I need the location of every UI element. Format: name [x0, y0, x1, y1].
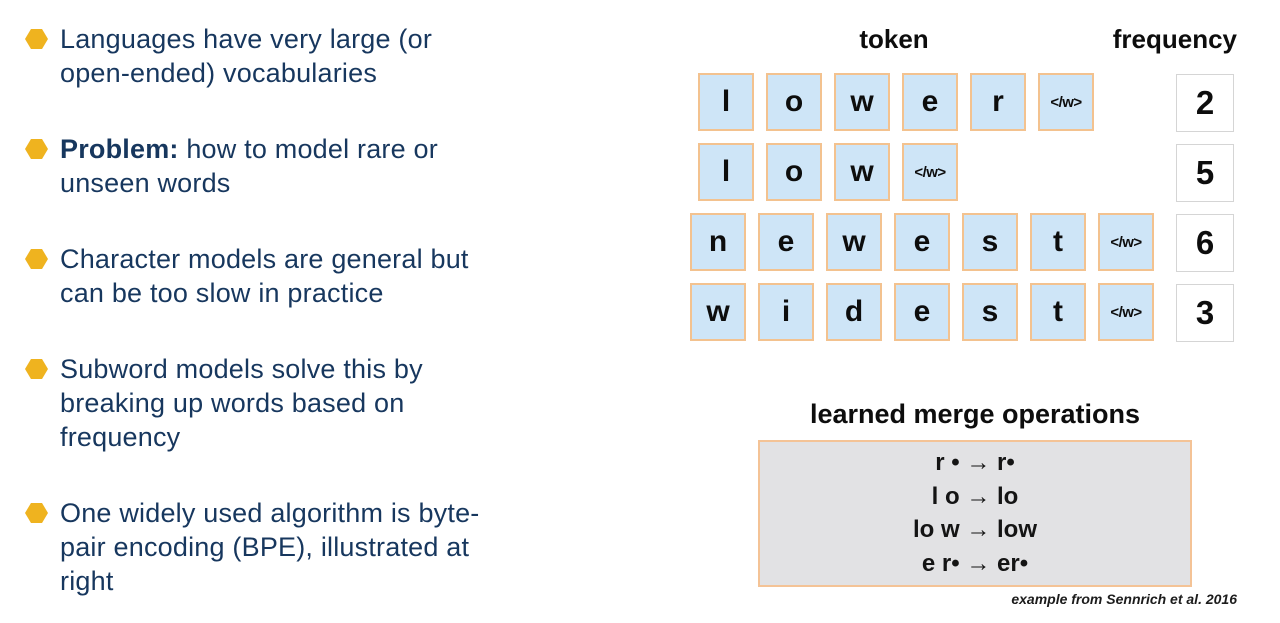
bullet-line: open-ended) vocabularies: [60, 58, 378, 88]
token-tile: e: [902, 73, 958, 131]
bullet-line: right: [60, 566, 114, 596]
token-column-header: token: [859, 24, 929, 54]
bullet-line: Problem: how to model rare or: [60, 132, 438, 166]
bullet-item-vocabularies: Languages have very large (or open-ended…: [25, 22, 585, 90]
bullet-line-rest: how to model rare or: [178, 134, 438, 164]
token-tile: n: [690, 213, 746, 271]
token-tile: i: [758, 283, 814, 341]
end-of-word-tile: </w>: [1098, 213, 1154, 271]
bold-prefix: Problem:: [60, 134, 179, 164]
hexagon-bullet-icon: [25, 139, 48, 159]
hexagon-bullet-icon: [25, 503, 48, 523]
token-tile: t: [1030, 213, 1086, 271]
token-tile: w: [826, 213, 882, 271]
token-tile: w: [690, 283, 746, 341]
end-of-word-tile: </w>: [1098, 283, 1154, 341]
bullet-line: Languages have very large (or: [60, 24, 433, 54]
frequency-value: 2: [1176, 74, 1234, 132]
token-tile: w: [834, 73, 890, 131]
hexagon-bullet-icon: [25, 249, 48, 269]
source-caption: example from Sennrich et al. 2016: [1011, 591, 1237, 607]
bullet-text: Character models are general but can be …: [60, 242, 469, 310]
merge-operation: lo w → low: [913, 516, 1037, 544]
token-tile: e: [758, 213, 814, 271]
bullet-item-character-models: Character models are general but can be …: [25, 242, 585, 310]
merge-operation: l o → lo: [931, 482, 1019, 510]
bullet-line: Character models are general but: [60, 244, 469, 274]
bullet-text: Languages have very large (or open-ended…: [60, 22, 432, 90]
frequency-value: 3: [1176, 284, 1234, 342]
end-of-word-tile: </w>: [1038, 73, 1094, 131]
token-tile: e: [894, 213, 950, 271]
token-row-widest: w i d e s t </w>: [690, 283, 1154, 341]
end-of-word-tile: </w>: [902, 143, 958, 201]
token-row-low: l o w </w>: [698, 143, 958, 201]
token-tile: r: [970, 73, 1026, 131]
bullet-line: can be too slow in practice: [60, 278, 384, 308]
bullet-text: Subword models solve this by breaking up…: [60, 352, 423, 454]
merge-operation: e r• → er•: [921, 550, 1029, 578]
bullet-list: Languages have very large (or open-ended…: [25, 22, 585, 598]
bullet-item-problem: Problem: how to model rare or unseen wor…: [25, 132, 585, 200]
frequency-value: 6: [1176, 214, 1234, 272]
token-tile: s: [962, 213, 1018, 271]
frequency-column-header: frequency: [1112, 24, 1237, 54]
merge-operations-title: learned merge operations: [809, 399, 1141, 429]
token-tile: o: [766, 73, 822, 131]
token-row-newest: n e w e s t </w>: [690, 213, 1154, 271]
token-tile: l: [698, 143, 754, 201]
bullet-item-bpe: One widely used algorithm is byte- pair …: [25, 496, 585, 598]
token-tile: s: [962, 283, 1018, 341]
hexagon-bullet-icon: [25, 359, 48, 379]
bullet-line: unseen words: [60, 168, 231, 198]
token-tile: e: [894, 283, 950, 341]
token-tile: l: [698, 73, 754, 131]
bullet-line: Subword models solve this by: [60, 354, 423, 384]
token-tile: o: [766, 143, 822, 201]
token-tile: t: [1030, 283, 1086, 341]
merge-operations-box: r • → r• l o → lo lo w → low e r• → er•: [758, 440, 1192, 587]
bullet-line: pair encoding (BPE), illustrated at: [60, 532, 470, 562]
token-row-lower: l o w e r </w>: [698, 73, 1094, 131]
merge-operation: r • → r•: [935, 448, 1015, 476]
bullet-line: breaking up words based on: [60, 388, 405, 418]
token-tile: w: [834, 143, 890, 201]
bullet-line: frequency: [60, 422, 181, 452]
frequency-value: 5: [1176, 144, 1234, 202]
bullet-text: Problem: how to model rare or unseen wor…: [60, 132, 438, 200]
bullet-text: One widely used algorithm is byte- pair …: [60, 496, 480, 598]
token-tile: d: [826, 283, 882, 341]
bullet-line: One widely used algorithm is byte-: [60, 498, 480, 528]
hexagon-bullet-icon: [25, 29, 48, 49]
bullet-item-subword-models: Subword models solve this by breaking up…: [25, 352, 585, 454]
